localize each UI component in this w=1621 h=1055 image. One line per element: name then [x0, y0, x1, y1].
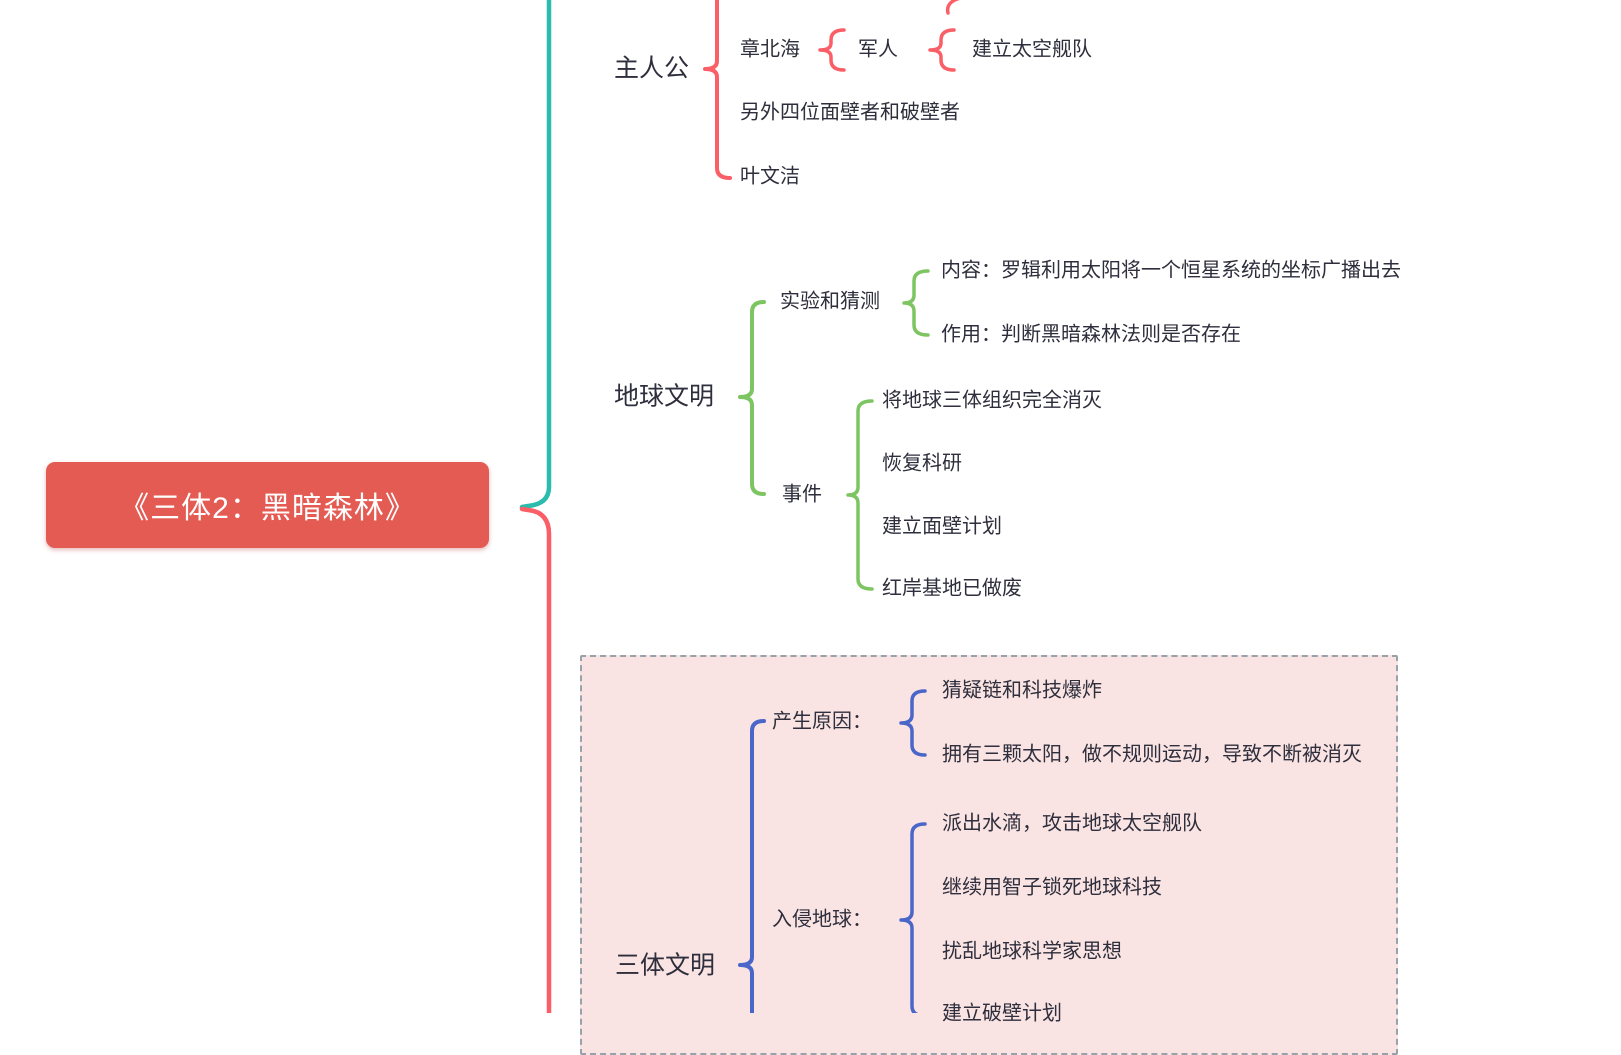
- root-node[interactable]: 《三体2：黑暗森林》: [46, 462, 489, 548]
- brace-events: [846, 399, 874, 591]
- branch-trisolaran-civilization[interactable]: 三体文明: [615, 951, 716, 980]
- branch-protagonists[interactable]: 主人公: [614, 54, 690, 83]
- node-event-item[interactable]: 红岸基地已做废: [882, 577, 1022, 600]
- node-other-wallfacers[interactable]: 另外四位面壁者和破壁者: [740, 101, 960, 124]
- brace-fragment-top: [945, 0, 961, 15]
- node-invasion-item[interactable]: 建立破壁计划: [942, 1002, 1062, 1025]
- brace-soldier: [928, 28, 956, 72]
- node-events[interactable]: 事件: [782, 483, 822, 506]
- trunk-line-up: [519, 0, 552, 510]
- node-event-item[interactable]: 恢复科研: [882, 452, 962, 475]
- brace-earth-civilization: [738, 300, 766, 496]
- brace-experiment: [902, 269, 930, 337]
- node-event-item[interactable]: 建立面壁计划: [882, 515, 1002, 538]
- node-invasion-item[interactable]: 派出水滴，攻击地球太空舰队: [942, 812, 1202, 835]
- node-cause-item[interactable]: 拥有三颗太阳，做不规则运动，导致不断被消灭: [942, 743, 1362, 766]
- trunk-line-down: [519, 506, 552, 1013]
- highlight-box-trisolaran: [580, 655, 1398, 1055]
- node-experiment[interactable]: 实验和猜测: [780, 290, 880, 313]
- root-node-label: 《三体2：黑暗森林》: [119, 492, 416, 525]
- node-experiment-content[interactable]: 内容：罗辑利用太阳将一个恒星系统的坐标广播出去: [941, 259, 1401, 282]
- mindmap-canvas: 《三体2：黑暗森林》 主人公 章北海 军人 建立太空舰队 另外四位面壁者和破壁者…: [46, 0, 1401, 1055]
- node-build-space-fleet[interactable]: 建立太空舰队: [972, 38, 1092, 61]
- node-causes[interactable]: 产生原因：: [772, 710, 872, 733]
- node-event-item[interactable]: 将地球三体组织完全消灭: [882, 389, 1102, 412]
- node-invasion[interactable]: 入侵地球：: [772, 908, 872, 931]
- node-invasion-item[interactable]: 继续用智子锁死地球科技: [942, 876, 1162, 899]
- node-cause-item[interactable]: 猜疑链和科技爆炸: [942, 679, 1102, 702]
- node-ye-wenjie[interactable]: 叶文洁: [740, 165, 800, 188]
- brace-zhang-beihai: [818, 28, 846, 72]
- node-experiment-purpose[interactable]: 作用：判断黑暗森林法则是否存在: [941, 323, 1241, 346]
- node-zhang-beihai[interactable]: 章北海: [740, 38, 800, 61]
- branch-earth-civilization[interactable]: 地球文明: [614, 382, 715, 411]
- node-soldier[interactable]: 军人: [858, 38, 898, 61]
- brace-protagonists: [703, 0, 732, 180]
- node-invasion-item[interactable]: 扰乱地球科学家思想: [942, 940, 1122, 963]
